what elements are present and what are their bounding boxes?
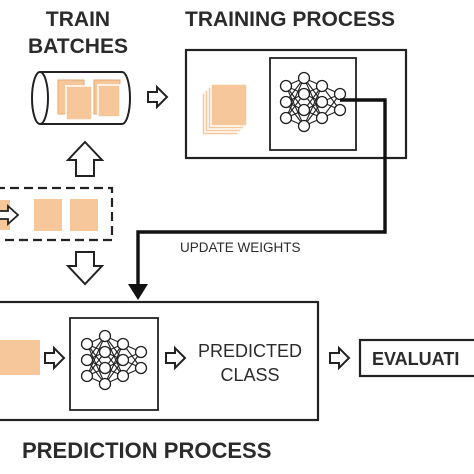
update-weights-connector: [136, 98, 387, 286]
training-process-title: TRAINING PROCESS: [185, 8, 395, 31]
predicted-class-label-line2: CLASS: [220, 365, 279, 385]
batch-samples: [57, 79, 121, 121]
arrow-to-evaluation: [329, 347, 350, 369]
train-batches-label-line1: TRAIN: [46, 8, 110, 31]
arrow-down-to-prediction: [65, 251, 105, 286]
evaluation-label: EVALUATI: [372, 349, 459, 369]
predicted-class-label-line1: PREDICTED: [198, 341, 302, 361]
update-weights-label: UPDATE WEIGHTS: [180, 240, 301, 255]
training-samples-stack: [201, 83, 248, 136]
train-batches-label-line2: BATCHES: [28, 35, 128, 58]
train-batches-cylinder: [31, 71, 131, 125]
dataset-input-arrow: [0, 203, 20, 227]
update-weights-arrowhead: [128, 284, 148, 300]
evaluation-box: [358, 338, 474, 378]
arrow-up-to-batches: [65, 140, 105, 177]
prediction-input-sample: [0, 340, 40, 375]
prediction-process-title: PREDICTION PROCESS: [22, 438, 271, 463]
arrow-to-training: [147, 86, 168, 108]
